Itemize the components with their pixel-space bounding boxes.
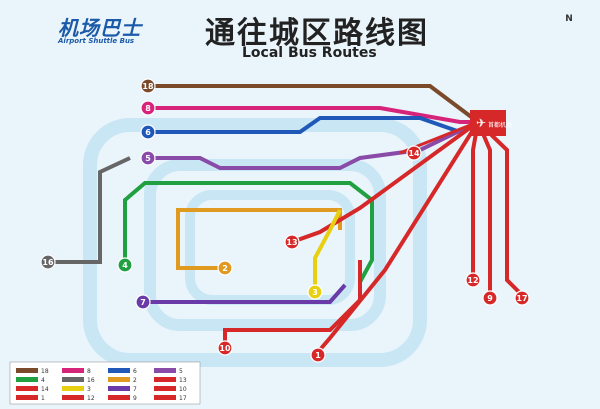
route-12-label: 12: [467, 276, 478, 285]
legend-swatch-14: [16, 386, 38, 391]
legend-swatch-8: [62, 368, 84, 373]
legend-label-14: 14: [41, 386, 49, 393]
route-6-label: 6: [145, 128, 151, 137]
legend-label-4: 4: [41, 377, 45, 384]
route-5-badge[interactable]: [140, 150, 156, 166]
legend-label-12: 12: [87, 395, 95, 402]
route-17-line: [476, 120, 524, 297]
legend-label-10: 10: [179, 386, 187, 393]
route-8-badge[interactable]: [140, 100, 156, 116]
legend-swatch-18: [16, 368, 38, 373]
legend-swatch-12: [62, 395, 84, 400]
route-12-badge[interactable]: [465, 272, 481, 288]
route-10-label: 10: [219, 344, 231, 353]
route-14-label: 14: [408, 149, 420, 158]
legend-label-8: 8: [87, 368, 91, 375]
legend-swatch-6: [108, 368, 130, 373]
legend-swatch-9: [108, 395, 130, 400]
airport-marker[interactable]: [470, 110, 506, 136]
legend-label-18: 18: [41, 368, 49, 375]
route-10-line: [223, 260, 362, 345]
legend-swatch-10: [154, 386, 176, 391]
route-2-label: 2: [222, 264, 228, 273]
route-8-label: 8: [145, 104, 151, 113]
route-3-label: 3: [312, 288, 318, 297]
route-6-badge[interactable]: [140, 124, 156, 140]
legend-label-13: 13: [179, 377, 187, 384]
route-16-label: 16: [42, 258, 54, 267]
route-4-badge[interactable]: [117, 257, 133, 273]
legend-label-2: 2: [133, 377, 137, 384]
page-subtitle: Local Bus Routes: [242, 45, 377, 61]
legend-label-7: 7: [133, 386, 137, 393]
legend-swatch-13: [154, 377, 176, 382]
route-18-label: 18: [142, 82, 154, 91]
route-17-badge[interactable]: [514, 290, 530, 306]
route-12-line: [471, 121, 480, 275]
route-18-line: [148, 84, 480, 124]
route-1-label: 1: [315, 351, 321, 360]
compass-north: N: [565, 14, 573, 24]
legend-label-3: 3: [87, 386, 91, 393]
route-13-badge[interactable]: [284, 234, 300, 250]
route-14-badge[interactable]: [406, 145, 422, 161]
route-8-line: [148, 106, 478, 124]
legend-label-16: 16: [87, 377, 95, 384]
legend: 18 8 6 5 4 16 2 13 14 3 7 10 1 12 9 17: [16, 368, 187, 402]
route-4-label: 4: [122, 261, 128, 270]
logo-title: 机场巴士: [58, 16, 142, 40]
legend-label-17: 17: [179, 395, 187, 402]
route-7-badge[interactable]: [135, 294, 151, 310]
airport-plane-icon: ✈: [476, 116, 486, 130]
route-7-label: 7: [140, 298, 146, 307]
outer-ring-road: [83, 118, 427, 367]
route-2-badge[interactable]: [217, 260, 233, 276]
route-1-badge[interactable]: [310, 347, 326, 363]
middle-ring-road: [144, 159, 386, 331]
legend-label-6: 6: [133, 368, 137, 375]
route-16-badge[interactable]: [40, 254, 56, 270]
legend-label-9: 9: [133, 395, 137, 402]
route-5-label: 5: [145, 154, 151, 163]
legend-swatch-17: [154, 395, 176, 400]
legend-swatch-16: [62, 377, 84, 382]
route-13-line: [291, 120, 480, 244]
route-1-line: [316, 120, 480, 354]
route-3-line: [313, 209, 342, 288]
route-2-line: [176, 208, 342, 270]
route-13-label: 13: [286, 238, 297, 247]
route-3-badge[interactable]: [307, 284, 323, 300]
legend-swatch-7: [108, 386, 130, 391]
page-title: 通往城区路线图: [205, 16, 429, 51]
route-10-badge[interactable]: [217, 340, 233, 356]
legend-swatch-2: [108, 377, 130, 382]
legend-swatch-3: [62, 386, 84, 391]
airport-label: 首都机场: [488, 121, 512, 129]
legend-label-1: 1: [41, 395, 45, 402]
route-4-line: [123, 181, 374, 283]
legend-label-5: 5: [179, 368, 183, 375]
route-7-line: [143, 283, 347, 304]
route-9-badge[interactable]: [482, 290, 498, 306]
route-9-line: [476, 121, 492, 295]
logo-subtitle: Airport Shuttle Bus: [58, 37, 135, 45]
legend-swatch-4: [16, 377, 38, 382]
route-18-badge[interactable]: [140, 78, 156, 94]
route-9-label: 9: [487, 294, 493, 303]
legend-swatch-1: [16, 395, 38, 400]
legend-swatch-5: [154, 368, 176, 373]
route-17-label: 17: [516, 294, 527, 303]
route-16-line: [52, 156, 131, 264]
route-badges: 18 8 6 5 4 16 2 13 14 3 7 10 1 12 9 17: [40, 78, 530, 363]
